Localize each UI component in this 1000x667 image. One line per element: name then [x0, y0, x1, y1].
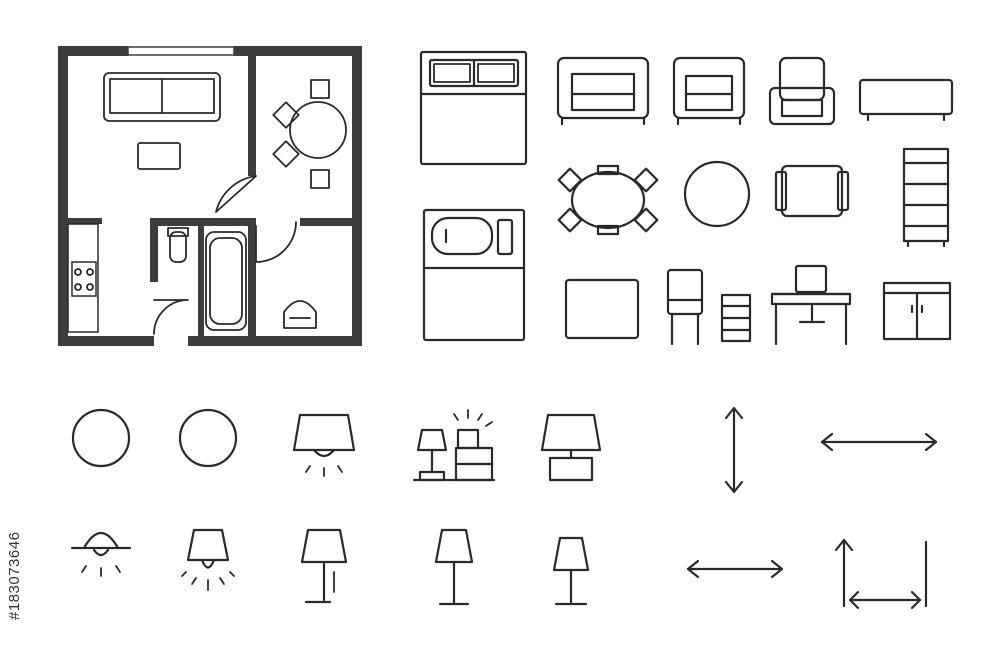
- desk-with-chair-icon: [770, 264, 852, 346]
- two-seat-sofa-icon: [556, 56, 650, 126]
- bookshelf-icon: [902, 147, 950, 248]
- lamp-nightstand-icon: [412, 409, 496, 482]
- wall-lamp-icon: [70, 531, 132, 577]
- wide-armchair-icon: [672, 56, 746, 126]
- double-bed-icon: [419, 50, 528, 166]
- apartment-floor-plan: [58, 46, 362, 346]
- lamp-dresser-icon: [540, 413, 602, 482]
- armchair-icon: [768, 56, 836, 126]
- floor-lamp-icon: [300, 528, 348, 604]
- pendant-lamp-icon: [292, 413, 356, 477]
- horizontal-dimension-arrow-icon-1: [820, 432, 938, 452]
- oval-dining-table-icon: [557, 164, 659, 236]
- horizontal-dimension-arrow-icon-2: [686, 559, 784, 579]
- corner-dimension-arrow-icon: [834, 538, 928, 610]
- chair-icon: [666, 268, 704, 346]
- rug-icon: [564, 278, 640, 340]
- ceiling-light-icon-2: [178, 408, 238, 468]
- vertical-dimension-arrow-icon: [724, 406, 744, 494]
- cabinet-icon: [882, 281, 952, 341]
- bathtub-icon: [422, 208, 526, 342]
- wall-sconce-icon: [181, 528, 235, 591]
- small-sofa-icon: [774, 164, 850, 218]
- table-lamp-icon-1: [434, 528, 474, 606]
- round-table-icon: [683, 160, 751, 228]
- bench-icon: [858, 78, 954, 122]
- drawer-stack-icon: [720, 293, 752, 343]
- table-lamp-icon-2: [552, 536, 590, 606]
- ceiling-light-icon-1: [71, 408, 131, 468]
